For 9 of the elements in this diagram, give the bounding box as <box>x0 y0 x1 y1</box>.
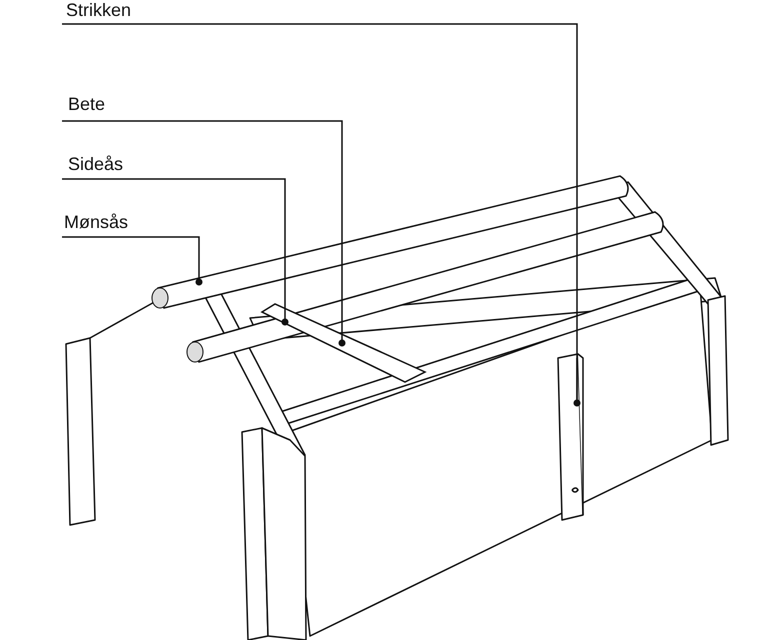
leader-line <box>62 236 202 286</box>
part-label: Sideås <box>68 154 124 174</box>
leader-line <box>62 23 580 406</box>
part-label: Bete <box>68 94 106 114</box>
part-label: Mønsås <box>64 212 128 232</box>
leader-line <box>62 178 288 326</box>
leader-line <box>62 120 346 346</box>
cross-beam <box>260 303 427 383</box>
part-label: Strikken <box>66 0 132 20</box>
